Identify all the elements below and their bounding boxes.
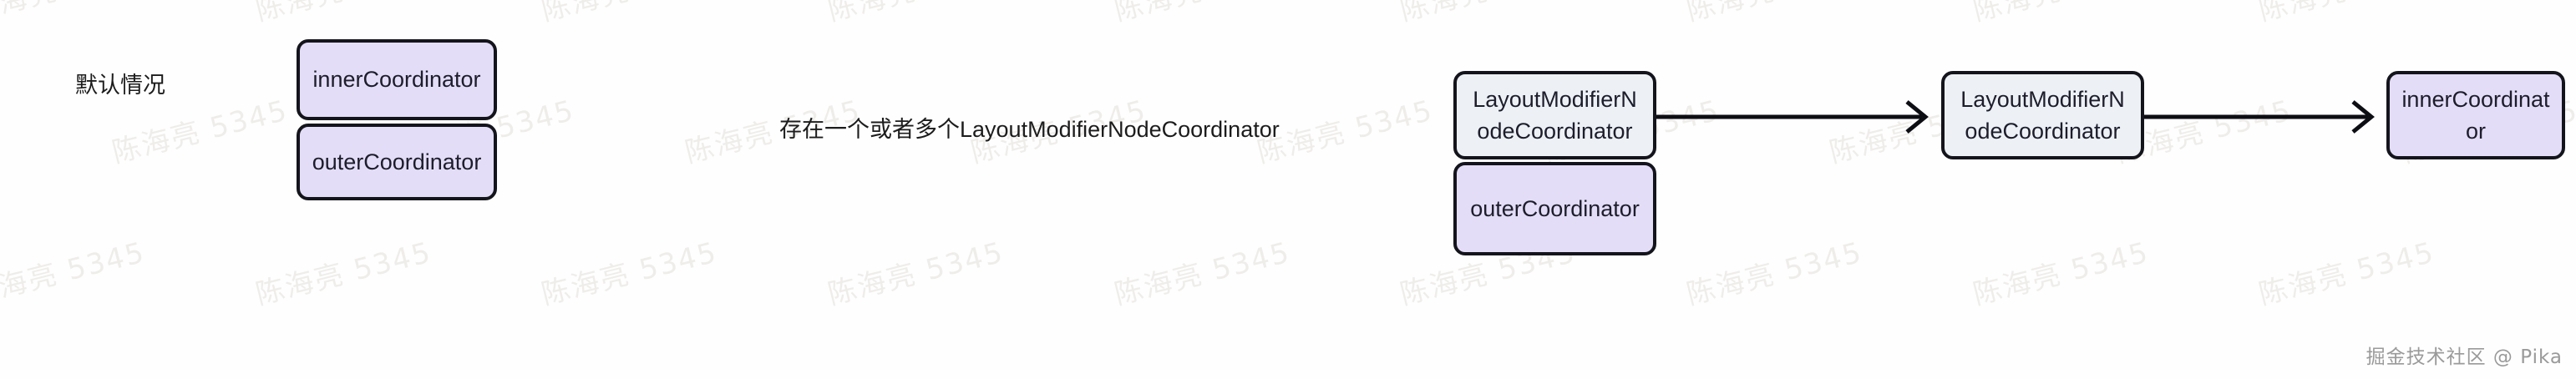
watermark-text: 陈海亮 5345 (824, 235, 1007, 312)
arrow-lmnc2-to-inner (2144, 100, 2375, 134)
watermark-text: 陈海亮 5345 (1109, 0, 1294, 28)
watermark-text: 陈海亮 5345 (109, 93, 292, 170)
arrow-lmnc1-to-lmnc2 (1656, 100, 1929, 134)
node-layout-modifier-node-coordinator-2: LayoutModifierNodeCoordinator (1941, 71, 2144, 159)
node-right-inner-coordinator: innerCoordinator (2386, 71, 2565, 159)
watermark-text: 陈海亮 5345 (1110, 235, 1294, 312)
watermark-text: 陈海亮 5345 (1968, 0, 2153, 28)
watermark-text: 陈海亮 5345 (0, 0, 149, 28)
watermark-text: 陈海亮 5345 (1969, 235, 2153, 312)
node-left-inner-coordinator: innerCoordinator (297, 39, 497, 120)
watermark-text: 陈海亮 5345 (1396, 0, 1580, 28)
watermark-text: 陈海亮 5345 (1683, 235, 1866, 312)
watermark-text: 陈海亮 5345 (251, 0, 435, 28)
default-case-label: 默认情况 (75, 73, 165, 98)
credit-watermark: 掘金技术社区 @ Pika (2366, 346, 2563, 368)
watermark-text: 陈海亮 5345 (251, 235, 435, 312)
middle-note-label: 存在一个或者多个LayoutModifierNodeCoordinator (779, 117, 1280, 142)
node-layout-modifier-node-coordinator-1: LayoutModifierNodeCoordinator (1453, 71, 1656, 159)
watermark-text: 陈海亮 5345 (0, 235, 149, 312)
watermark-text: 陈海亮 5345 (538, 235, 722, 312)
watermark-text: 陈海亮 5345 (2255, 235, 2439, 312)
watermark-text: 陈海亮 5345 (823, 0, 1007, 28)
watermark-text: 陈海亮 5345 (2254, 0, 2439, 28)
watermark-text: 陈海亮 5345 (537, 0, 722, 28)
watermark-text: 陈海亮 5345 (1681, 0, 1866, 28)
watermark-text: 陈海亮 5345 (1254, 93, 1437, 170)
node-right-outer-coordinator: outerCoordinator (1453, 162, 1656, 255)
node-left-outer-coordinator: outerCoordinator (297, 124, 497, 200)
